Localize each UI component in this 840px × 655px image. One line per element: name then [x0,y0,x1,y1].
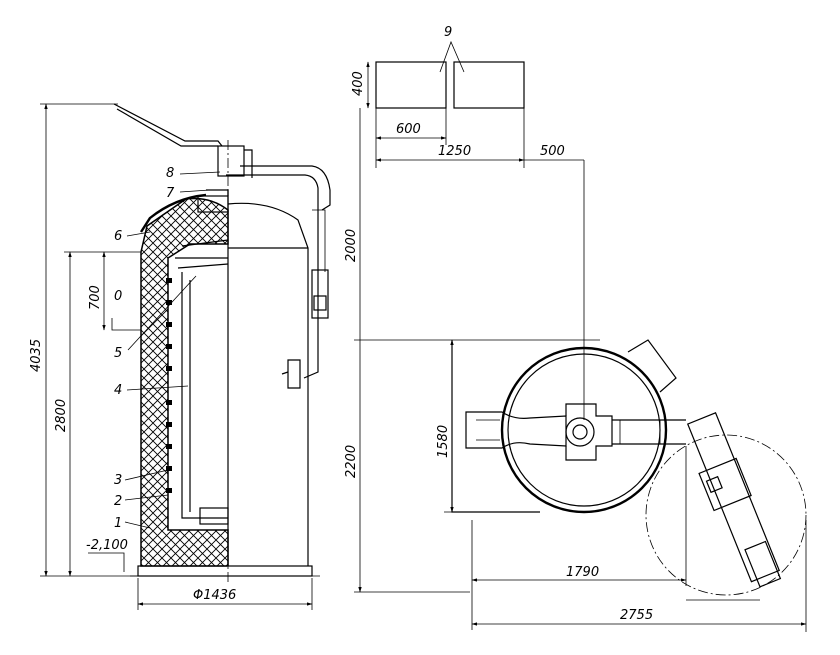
heating-element-dots [166,278,172,493]
dim-slab-width: 600 [396,122,421,137]
callout-9: 9 [444,25,452,40]
dim-lower: 2200 [344,445,359,478]
dim-level-offset: 700 [88,285,103,310]
dim-total-height: 4035 [29,339,44,372]
callout-3: 3 [114,473,122,488]
insulation-shell [140,197,229,567]
dim-diameter: Φ1436 [193,588,236,603]
depth-label: -2,100 [86,538,128,553]
dim-upper: 2000 [344,229,359,262]
side-section-view [40,103,331,610]
callout-4: 4 [114,383,122,398]
level-zero-label: 0 [114,289,122,304]
dim-slab-span: 1250 [438,144,471,159]
plan-view [354,40,807,632]
tank-lid [500,346,668,514]
callout-8: 8 [166,166,174,181]
callout-5: 5 [114,346,122,361]
callout-6: 6 [114,229,122,244]
dim-tank-height: 2800 [54,399,69,432]
dim-lid: 1580 [436,425,451,458]
dim-overall: 2755 [620,608,653,623]
callout-1: 1 [114,516,122,531]
dim-slab-height: 400 [351,71,366,96]
dim-offset: 500 [540,144,565,159]
callout-2: 2 [114,494,122,509]
dim-pit: 1790 [566,565,599,580]
callout-7: 7 [166,186,175,201]
